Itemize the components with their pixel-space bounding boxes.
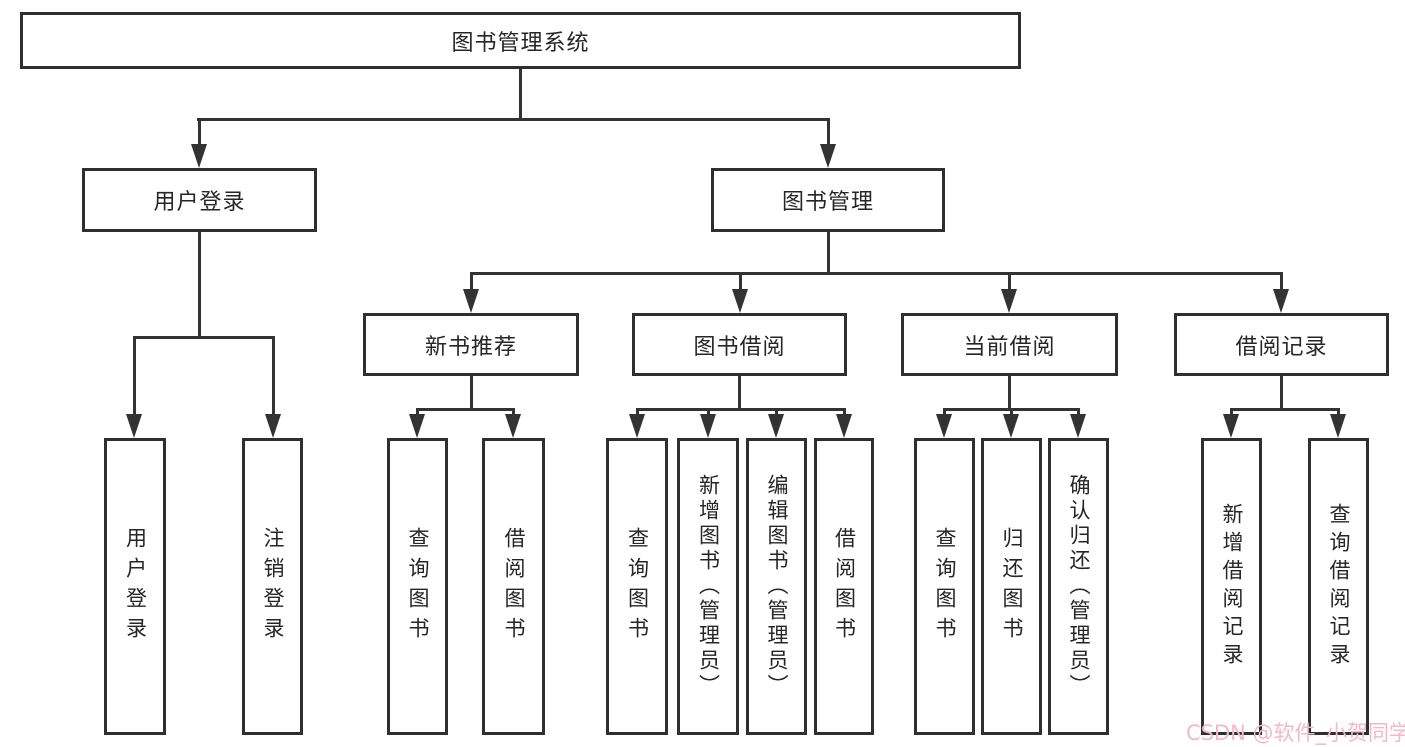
leaf-query-borrow-record-label: 查询借阅记录 [1327, 502, 1351, 671]
leaf-query-books-borrow: 查询图书 [606, 438, 668, 735]
connector-line [636, 408, 639, 416]
csdn-watermark: CSDN @软件_小贺同学 [1186, 721, 1405, 745]
node-book-borrow: 图书借阅 [632, 313, 847, 376]
connector-line [133, 336, 136, 416]
leaf-add-borrow-record-label: 新增借阅记录 [1220, 502, 1244, 671]
node-user-login-branch: 用户登录 [82, 168, 317, 232]
arrow-down-icon [409, 414, 425, 438]
arrow-down-icon [768, 414, 784, 438]
connector-line [470, 376, 473, 408]
connector-line [1230, 408, 1339, 411]
leaf-add-books-admin-label: 新增图书（管理员） [696, 474, 721, 699]
node-borrow-records: 借阅记录 [1174, 313, 1389, 376]
connector-line [1337, 408, 1340, 416]
connector-line [943, 408, 946, 416]
connector-line [512, 408, 515, 416]
arrow-down-icon [1070, 414, 1086, 438]
connector-line [1008, 376, 1011, 408]
arrow-down-icon [1223, 414, 1239, 438]
node-user-login-branch-label: 用户登录 [153, 190, 246, 215]
connector-line [470, 272, 473, 291]
connector-line [636, 408, 845, 411]
arrow-down-icon [1001, 289, 1017, 313]
connector-line [739, 272, 742, 291]
node-book-management: 图书管理 [711, 168, 945, 232]
node-book-borrow-label: 图书借阅 [693, 334, 786, 360]
arrow-down-icon [820, 144, 836, 168]
node-current-borrow: 当前借阅 [901, 313, 1118, 376]
leaf-return-books-label: 归还图书 [1000, 526, 1024, 647]
arrow-down-icon [265, 414, 281, 438]
node-root: 图书管理系统 [20, 12, 1021, 69]
arrow-down-icon [505, 414, 521, 438]
leaf-borrow-books-recommend: 借阅图书 [482, 438, 545, 735]
arrow-down-icon [1003, 414, 1019, 438]
node-current-borrow-label: 当前借阅 [963, 334, 1056, 360]
node-new-book-recommend: 新书推荐 [363, 313, 579, 376]
leaf-borrow-books-label: 借阅图书 [832, 526, 857, 647]
leaf-logout-label: 注销登录 [261, 526, 285, 647]
connector-line [1010, 408, 1013, 416]
arrow-down-icon [836, 414, 852, 438]
connector-line [197, 118, 830, 121]
connector-line [519, 69, 522, 118]
leaf-query-books-recommend-label: 查询图书 [406, 526, 430, 647]
node-new-book-recommend-label: 新书推荐 [424, 334, 517, 360]
connector-line [707, 408, 710, 416]
connector-line [198, 232, 201, 336]
arrow-down-icon [1273, 289, 1289, 313]
connector-line [470, 272, 1283, 275]
leaf-query-books-current: 查询图书 [914, 438, 975, 735]
connector-line [1008, 272, 1011, 291]
connector-line [198, 118, 201, 146]
connector-line [416, 408, 419, 416]
leaf-add-borrow-record: 新增借阅记录 [1201, 438, 1262, 735]
connector-line [827, 118, 830, 146]
arrow-down-icon [732, 289, 748, 313]
connector-line [1230, 408, 1233, 416]
leaf-user-login: 用户登录 [104, 438, 166, 735]
leaf-query-books-borrow-label: 查询图书 [625, 526, 650, 647]
connector-line [775, 408, 778, 416]
connector-line [1077, 408, 1080, 416]
connector-line [738, 376, 741, 408]
leaf-borrow-books: 借阅图书 [814, 438, 874, 735]
arrow-down-icon [1330, 414, 1346, 438]
arrow-down-icon [463, 289, 479, 313]
leaf-borrow-books-recommend-label: 借阅图书 [502, 526, 526, 647]
connector-line [1280, 376, 1283, 408]
leaf-query-books-current-label: 查询图书 [933, 526, 957, 647]
leaf-edit-books-admin-label: 编辑图书（管理员） [765, 474, 789, 699]
arrow-down-icon [629, 414, 645, 438]
connector-line [133, 336, 275, 339]
leaf-edit-books-admin: 编辑图书（管理员） [746, 438, 807, 735]
leaf-confirm-return-admin-label: 确认归还（管理员） [1067, 474, 1091, 699]
leaf-logout: 注销登录 [242, 438, 303, 735]
arrow-down-icon [126, 414, 142, 438]
node-borrow-records-label: 借阅记录 [1235, 334, 1328, 360]
connector-line [272, 336, 275, 416]
node-book-management-label: 图书管理 [781, 190, 874, 215]
node-root-label: 图书管理系统 [451, 30, 590, 56]
connector-line [827, 232, 830, 272]
leaf-return-books: 归还图书 [981, 438, 1042, 735]
leaf-add-books-admin: 新增图书（管理员） [677, 438, 739, 735]
leaf-confirm-return-admin: 确认归还（管理员） [1048, 438, 1109, 735]
connector-line [843, 408, 846, 416]
leaf-query-borrow-record: 查询借阅记录 [1308, 438, 1369, 735]
arrow-down-icon [700, 414, 716, 438]
connector-line [416, 408, 515, 411]
connector-line [1280, 272, 1283, 291]
arrow-down-icon [191, 144, 207, 168]
leaf-user-login-label: 用户登录 [123, 526, 148, 647]
leaf-query-books-recommend: 查询图书 [387, 438, 448, 735]
arrow-down-icon [936, 414, 952, 438]
